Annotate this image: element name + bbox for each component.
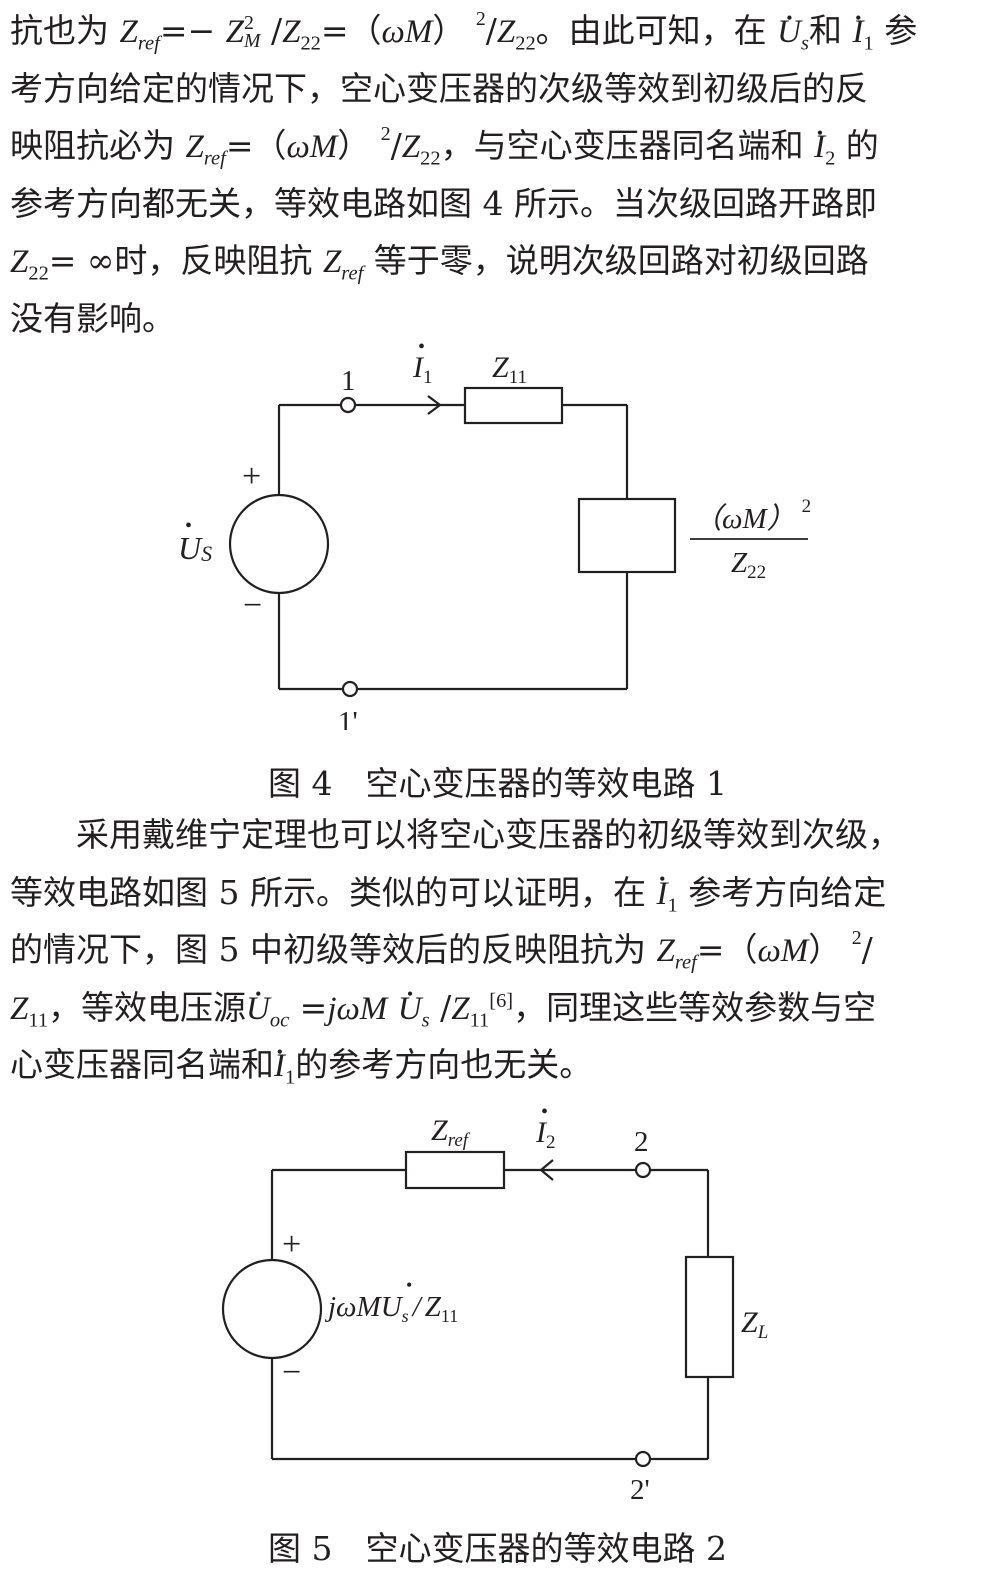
paragraph-2: 采用戴维宁定理也可以将空心变压器的初级等效到次级， 等效电路如图 5 所示。类似… [10, 806, 988, 1094]
para1-line-4: 参考方向都无关，等效电路如图 4 所示。当次级回路开路即 [10, 183, 877, 223]
fig4-fraction-numerator: （ωM）2 [693, 496, 811, 535]
fig5-zref-label: Zref [431, 1114, 471, 1151]
figure-5-circuit: Zref I2 • 2 2' + − jωMUs/Z11 • ZL [221, 1101, 768, 1506]
fig5-current-label: I2 [535, 1116, 556, 1153]
para1-line-1: 抗也为 Zref=− Z2M /Z22=（ωM） 2/Z22。由此可知，在 Us… [10, 2, 988, 60]
fig4-minus-sign: − [243, 587, 262, 624]
fig5-minus-sign: − [282, 1354, 301, 1391]
paragraph-1: 抗也为 Zref=− Z2M /Z22=（ωM） 2/Z22。由此可知，在 Us… [10, 2, 988, 347]
fig4-fraction-denominator: Z22 [731, 547, 766, 583]
fig5-node-2-label: 2 [634, 1126, 649, 1158]
fig4-terminal-1prime [341, 680, 359, 698]
para2-line-5: 心变压器同名端和I1的参考方向也无关。 [10, 1036, 988, 1094]
fig5-current-arrow [539, 1159, 554, 1181]
fig5-plus-sign: + [282, 1226, 301, 1263]
figure-5-caption: 图 5 空心变压器的等效电路 2 [268, 1529, 727, 1568]
para1-line-5: Z22= ∞时，反映阻抗 Zref 等于零，说明次级回路对初级回路 [10, 241, 869, 285]
fig4-source-label: US [178, 530, 212, 566]
fig4-current-arrow [427, 395, 442, 415]
para2-line-4: Z11，等效电压源Uoc =jωM Us /Z11[6]，同理这些等效参数与空 [10, 979, 988, 1037]
fig4-reflected-impedance [577, 497, 677, 574]
fig4-z11-label: Z11 [492, 351, 527, 388]
fig5-zl-label: ZL [741, 1306, 768, 1343]
fig4-current-dot: • [418, 340, 425, 358]
fig5-terminal-2 [634, 1161, 652, 1179]
para2-line-1: 采用戴维宁定理也可以将空心变压器的初级等效到次级， [76, 815, 901, 854]
figure-4-caption: 图 4 空心变压器的等效电路 1 [268, 764, 727, 803]
fig5-zref-resistor [404, 1150, 506, 1190]
para2-line-3: 的情况下，图 5 中初级等效后的反映阻抗为 Zref=（ωM） 2/ [10, 927, 873, 974]
fig4-current-label: I1 [412, 351, 433, 388]
fig5-source-dot: • [406, 1275, 412, 1295]
para1-line-3: 映阻抗必为 Zref=（ωM） 2/Z22，与空心变压器同名端和 I2 的 [10, 117, 988, 175]
fig5-voltage-source [221, 1258, 323, 1360]
fig4-node-1-label: 1 [341, 365, 356, 397]
fig5-source-label: jωMUs/Z11 [324, 1291, 458, 1326]
figure-4-circuit: 1 1' I1 • Z11 + − US • （ωM）2 Z22 [178, 340, 811, 730]
fig4-source-dot: • [185, 515, 192, 537]
para2-line-2: 等效电路如图 5 所示。类似的可以证明，在 I1 参考方向给定 [10, 864, 988, 922]
fig4-plus-sign: + [242, 458, 261, 495]
fig5-current-dot: • [541, 1101, 548, 1123]
fig5-zl-load [684, 1255, 735, 1379]
fig4-z11-resistor [463, 386, 564, 425]
fig4-node-1prime-label: 1' [338, 706, 358, 730]
fig5-terminal-2prime [634, 1450, 652, 1468]
para1-line-6: 没有影响。 [10, 298, 175, 338]
fig4-terminal-1 [339, 396, 357, 414]
fig5-node-2prime-label: 2' [630, 1474, 650, 1506]
fig4-voltage-source [228, 493, 330, 595]
para1-line-2: 考方向给定的情况下，空心变压器的次级等效到初级后的反 [10, 68, 868, 108]
